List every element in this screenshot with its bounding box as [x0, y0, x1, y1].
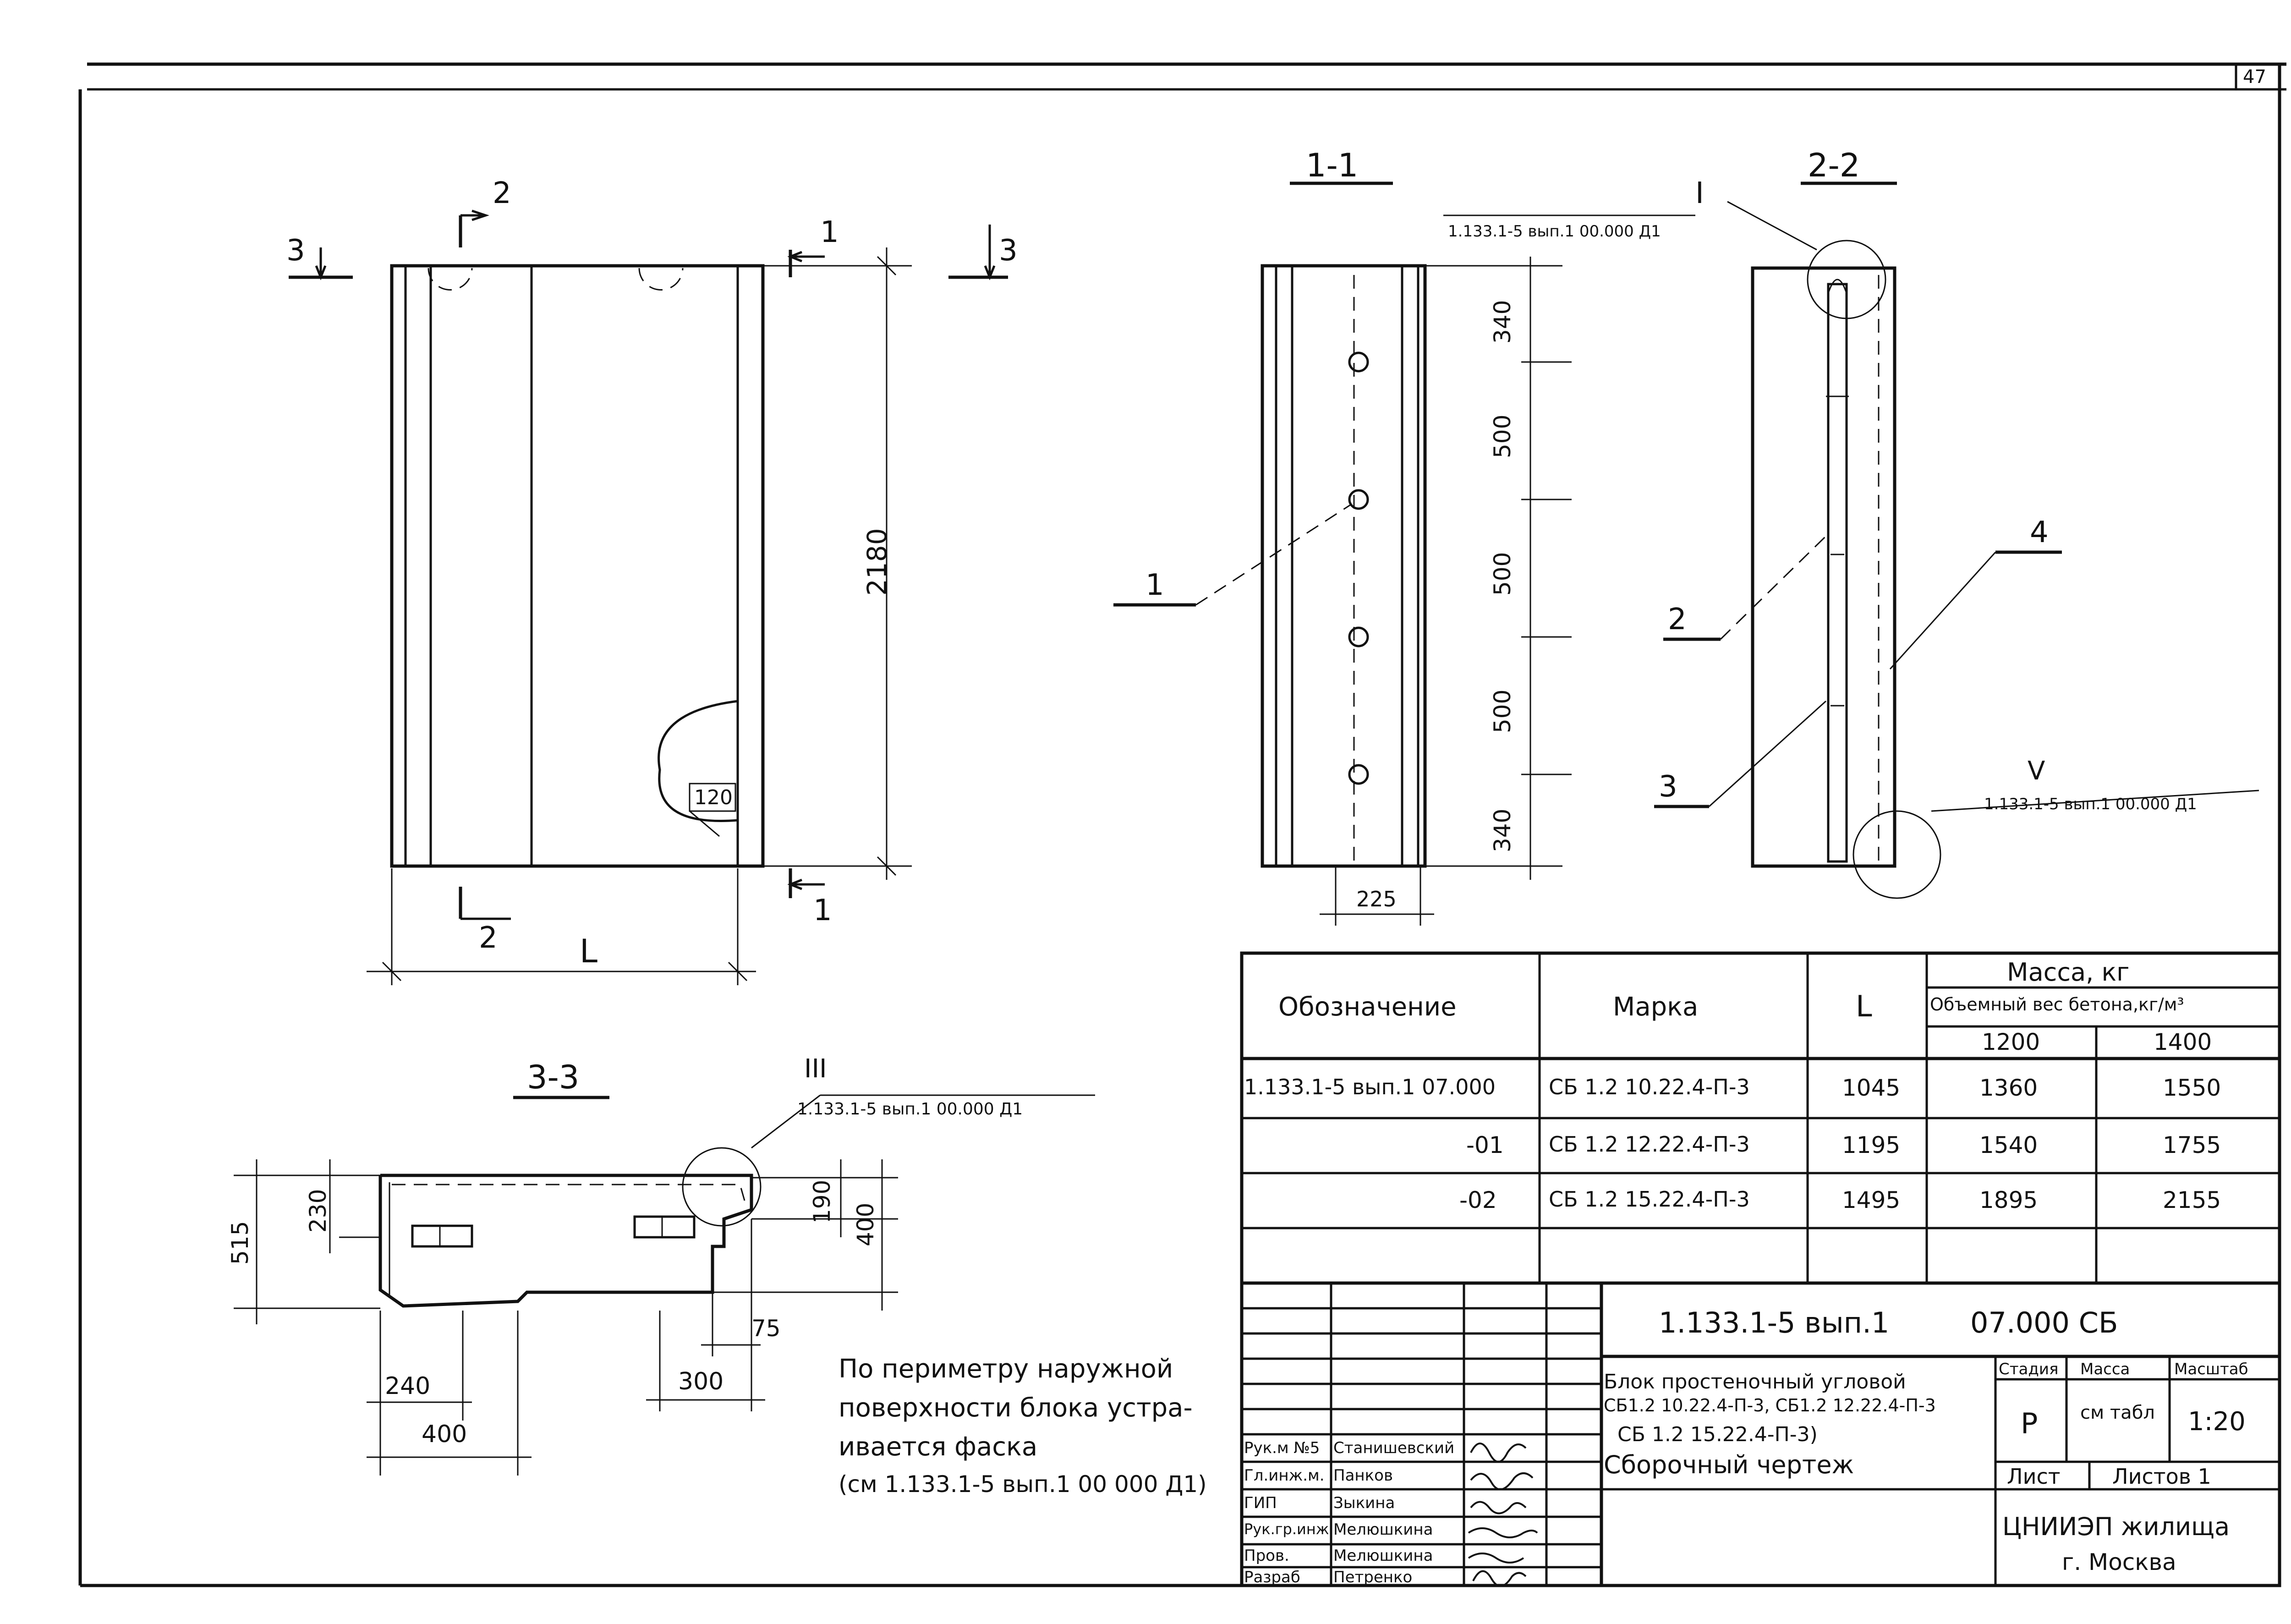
- note-line-3: ивается фаска: [839, 1432, 1038, 1462]
- staff-name-2: Панков: [1333, 1466, 1393, 1485]
- dim-230: 230: [305, 1189, 331, 1233]
- section-1-1: [1113, 181, 1695, 926]
- spec-row-1-mark: СБ 1.2 10.22.4-П-3: [1549, 1075, 1750, 1099]
- note-line-2: поверхности блока устра-: [839, 1393, 1193, 1423]
- cut-label-1-top: 1: [820, 215, 839, 249]
- dim-515: 515: [227, 1221, 253, 1265]
- note-line-4: (см 1.133.1-5 вып.1 00 000 Д1): [839, 1471, 1207, 1498]
- spec-header-length: L: [1856, 990, 1872, 1024]
- title-city: г. Москва: [2062, 1549, 2176, 1575]
- spec-row-1-m1: 1360: [1979, 1075, 2038, 1101]
- staff-role-2: Гл.инж.м.: [1244, 1466, 1325, 1485]
- title-name-line-2: СБ1.2 10.22.4-П-3, СБ1.2 12.22.4-П-3: [1604, 1395, 1936, 1416]
- dim-75: 75: [751, 1315, 781, 1342]
- spec-row-3-length: 1495: [1842, 1187, 1901, 1213]
- staff-role-5: Пров.: [1244, 1547, 1289, 1565]
- spec-row-2-mark: СБ 1.2 12.22.4-П-3: [1549, 1132, 1750, 1157]
- leader-label-4: 4: [2030, 516, 2049, 549]
- staff-name-6: Петренко: [1333, 1568, 1413, 1586]
- title-doc: 07.000 СБ: [1970, 1306, 2118, 1339]
- title-scale: 1:20: [2188, 1407, 2246, 1437]
- title-name-line-4: Сборочный чертеж: [1604, 1450, 1854, 1479]
- leader-label-2: 2: [1668, 603, 1687, 636]
- cut-label-3-left: 3: [286, 234, 305, 268]
- dim-500-c: 500: [1489, 689, 1516, 733]
- spec-row-3-mark: СБ 1.2 15.22.4-П-3: [1549, 1187, 1750, 1212]
- title-name-line-3: СБ 1.2 15.22.4-П-3): [1617, 1423, 1818, 1446]
- dim-340-top: 340: [1489, 300, 1516, 344]
- front-view: [289, 209, 1008, 985]
- dim-340-bottom: 340: [1489, 808, 1516, 852]
- title-sheets-header: Листов 1: [2112, 1464, 2211, 1489]
- dim-500-b: 500: [1489, 552, 1516, 596]
- section-3-3-title: 3-3: [527, 1059, 580, 1096]
- spec-row-1-length: 1045: [1842, 1075, 1901, 1101]
- dim-240: 240: [385, 1372, 431, 1400]
- dim-400-right: 400: [852, 1202, 879, 1246]
- section-2-2: [1654, 181, 2259, 899]
- staff-name-5: Мелюшкина: [1333, 1547, 1433, 1565]
- dim-300: 300: [678, 1368, 724, 1395]
- dim-length-L: L: [580, 933, 597, 970]
- staff-role-3: ГИП: [1244, 1494, 1277, 1512]
- title-org: ЦНИИЭП жилища: [2002, 1512, 2230, 1541]
- dim-500-a: 500: [1489, 414, 1516, 458]
- dim-190: 190: [809, 1180, 835, 1223]
- staff-role-1: Рук.м №5: [1244, 1439, 1320, 1457]
- dim-height-2180: 2180: [861, 528, 893, 596]
- node-III-ref-note: 1.133.1-5 вып.1 00.000 Д1: [797, 1100, 1023, 1119]
- staff-name-3: Зыкина: [1333, 1494, 1395, 1512]
- staff-name-4: Мелюшкина: [1333, 1520, 1433, 1539]
- staff-role-6: Разраб: [1244, 1568, 1300, 1586]
- node-V-ref-note: 1.133.1-5 вып.1 00.000 Д1: [1984, 795, 2197, 813]
- note-line-1: По периметру наружной: [839, 1354, 1173, 1384]
- cut-label-2-top: 2: [493, 176, 511, 210]
- spec-row-1-m2: 1550: [2163, 1075, 2221, 1101]
- node-label-V: V: [2028, 756, 2045, 786]
- title-sheet-header: Лист: [2007, 1464, 2061, 1489]
- staff-role-4: Рук.гр.инж: [1244, 1520, 1329, 1538]
- title-scale-header: Масштаб: [2174, 1360, 2248, 1378]
- title-block-grid: [1240, 1281, 2281, 1587]
- spec-row-2-designation: -01: [1466, 1132, 1504, 1158]
- section-3-3: [234, 1094, 1095, 1476]
- spec-header-1400: 1400: [2154, 1029, 2212, 1055]
- title-stage: Р: [2021, 1407, 2038, 1440]
- spec-header-designation: Обозначение: [1278, 992, 1457, 1022]
- section-2-2-title: 2-2: [1808, 147, 1860, 184]
- spec-header-density: Объемный вес бетона,кг/м³: [1930, 994, 2184, 1015]
- node-label-I: I: [1695, 176, 1704, 210]
- dim-width-225: 225: [1356, 887, 1397, 911]
- cut-label-3-right: 3: [999, 234, 1018, 268]
- cut-label-2-bottom: 2: [479, 921, 498, 955]
- cut-label-1-bottom: 1: [813, 894, 832, 927]
- sheet-frame: [78, 62, 2286, 1587]
- spec-row-3-designation: -02: [1459, 1187, 1497, 1213]
- spec-row-3-m1: 1895: [1979, 1187, 2038, 1213]
- spec-header-mass: Масса, кг: [2007, 958, 2130, 987]
- spec-header-mark: Марка: [1613, 992, 1699, 1022]
- dim-notch-120: 120: [694, 786, 733, 809]
- section-1-1-title: 1-1: [1306, 147, 1359, 184]
- title-mass-header: Масса: [2080, 1360, 2130, 1378]
- dim-400: 400: [422, 1421, 467, 1448]
- sheet-number: 47: [2243, 66, 2266, 88]
- staff-name-1: Станишевский: [1333, 1439, 1455, 1457]
- title-code: 1.133.1-5 вып.1: [1659, 1306, 1890, 1339]
- node-label-III: III: [804, 1054, 827, 1084]
- leader-label-3: 3: [1659, 770, 1677, 804]
- title-name-line-1: Блок простеночный угловой: [1604, 1370, 1906, 1394]
- spec-row-2-length: 1195: [1842, 1132, 1901, 1158]
- spec-header-1200: 1200: [1982, 1029, 2040, 1055]
- spec-row-1-designation: 1.133.1-5 вып.1 07.000: [1244, 1075, 1496, 1099]
- section-1-1-ref-note: 1.133.1-5 вып.1 00.000 Д1: [1448, 222, 1661, 241]
- title-mass: см табл: [2080, 1402, 2155, 1423]
- spec-row-3-m2: 2155: [2163, 1187, 2221, 1213]
- spec-row-2-m1: 1540: [1979, 1132, 2038, 1158]
- title-stage-header: Стадия: [1999, 1360, 2059, 1378]
- spec-row-2-m2: 1755: [2163, 1132, 2221, 1158]
- leader-label-1: 1: [1146, 568, 1164, 602]
